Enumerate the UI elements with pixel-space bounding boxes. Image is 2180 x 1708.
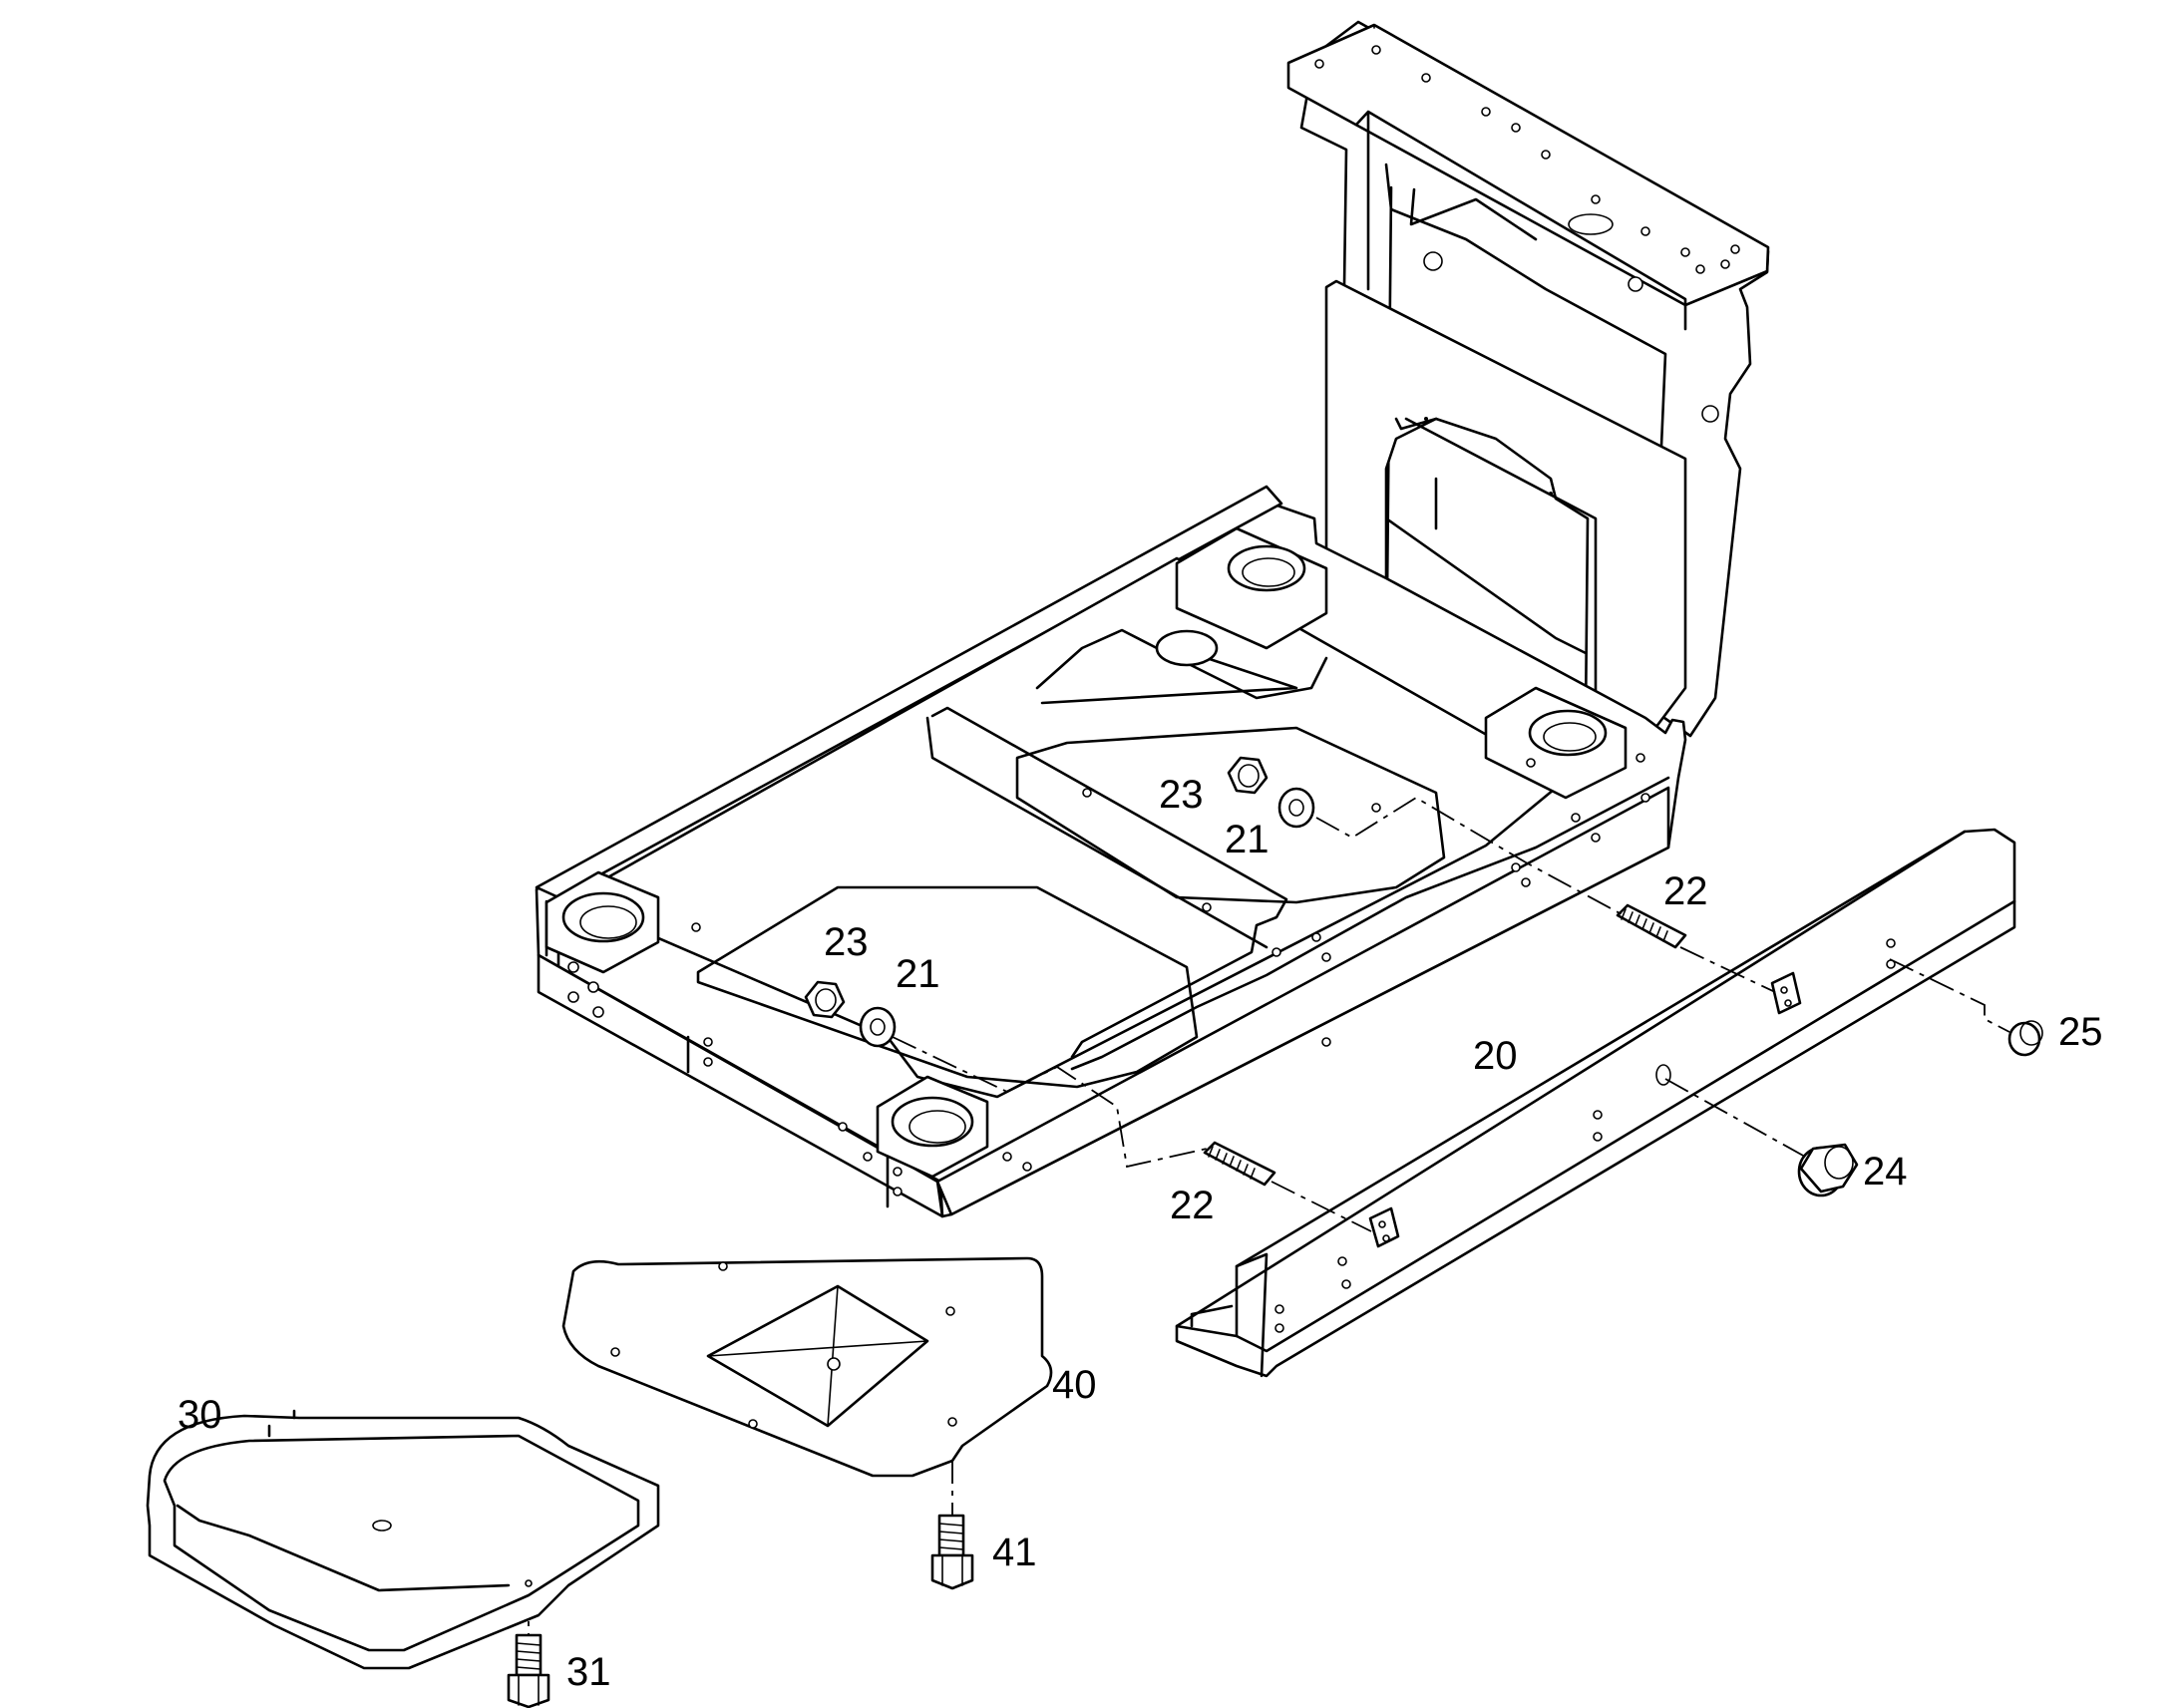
part-41-bolt [930, 1514, 974, 1590]
frame-holes [567, 753, 1650, 1196]
part-40-cover [561, 1256, 1053, 1478]
callout-22-lower: 22 [1170, 1184, 1215, 1227]
callout-30: 30 [178, 1393, 222, 1437]
part-21-washer-upper [1277, 787, 1315, 829]
callout-41: 41 [992, 1531, 1037, 1574]
callout-21-upper: 21 [1225, 818, 1270, 861]
main-frame [535, 20, 1770, 1218]
callout-22-upper: 22 [1663, 869, 1708, 913]
callout-23-upper: 23 [1159, 773, 1204, 817]
frame-mounts [545, 526, 1628, 1179]
callout-23-lower: 23 [824, 920, 869, 964]
part-20-beam [1175, 828, 2016, 1378]
callout-25: 25 [2058, 1010, 2103, 1054]
callout-24: 24 [1863, 1150, 1908, 1194]
part-22-stud-upper [1616, 903, 1687, 949]
part-25-plug [2007, 1020, 2043, 1057]
callout-31: 31 [566, 1650, 611, 1694]
callout-21-lower: 21 [896, 952, 940, 996]
callout-labels: 20 21 21 22 22 23 23 24 25 30 31 40 41 [178, 773, 2103, 1694]
part-22-stud-lower [1203, 1141, 1276, 1187]
part-21-washer-lower [859, 1006, 897, 1048]
top-plate-holes [1314, 45, 1740, 274]
part-23-nut-lower [804, 980, 846, 1019]
part-30-plate [146, 1409, 660, 1670]
part-24-plug [1797, 1143, 1859, 1197]
callout-40: 40 [1052, 1363, 1097, 1407]
callout-20: 20 [1473, 1034, 1518, 1078]
part-23-nut-upper [1227, 756, 1269, 795]
part-31-bolt [507, 1633, 550, 1708]
